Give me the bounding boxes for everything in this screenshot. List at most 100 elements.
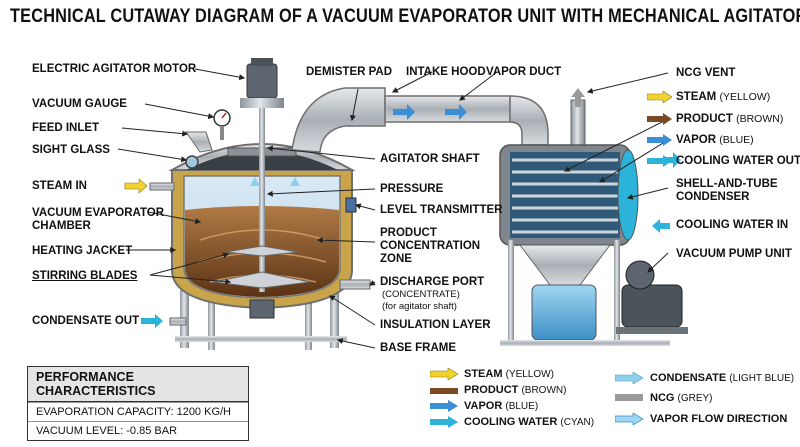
vapor-flow-arrow [290, 177, 300, 186]
label-sight-glass: SIGHT GLASS [32, 144, 110, 156]
evaporation-capacity: EVAPORATION CAPACITY: 1200 KG/H [28, 402, 248, 421]
label-intake-hood: INTAKE HOOD [406, 66, 486, 78]
vapor-flow-arrow [250, 177, 260, 186]
label-chamber-line2: CHAMBER [32, 220, 91, 232]
label-ncg-vent: NCG VENT [676, 67, 736, 79]
flow-arrows [124, 88, 681, 328]
legend-vapor: VAPOR (BLUE) [464, 400, 539, 412]
label-shell-tube-1: SHELL-AND-TUBE [676, 178, 778, 190]
legend-ncg-icon [615, 394, 643, 401]
legend-ncg: NCG (GREY) [650, 392, 713, 404]
label-product-conc-1: PRODUCT [380, 227, 437, 239]
base-frame-bar [175, 336, 347, 342]
base-frame-leg [305, 300, 312, 350]
ncg-vent-arrow [571, 88, 585, 107]
vapor-duct-elbow [509, 95, 549, 146]
condenser-end-cap [617, 149, 639, 241]
vacuum-level: VACUUM LEVEL: -0.85 BAR [28, 421, 248, 440]
legend-steam: STEAM (YELLOW) [464, 368, 554, 380]
vapor-flow-arrow [393, 104, 415, 120]
gauge-stem [220, 126, 224, 140]
discharge-port-pipe [339, 279, 371, 290]
condenser-frame-leg [614, 240, 620, 345]
label-heating-jacket: HEATING JACKET [32, 245, 133, 257]
pump-base [616, 327, 688, 334]
label-vapor-key: VAPOR (BLUE) [676, 134, 754, 146]
legend-cooling-icon [430, 416, 458, 428]
label-vapor-duct: VAPOR DUCT [486, 66, 562, 78]
cooling-out-arrow-icon [647, 155, 672, 167]
legend-vapor-icon [430, 400, 458, 412]
feed-inlet-pipe [185, 131, 213, 153]
motor-cap [251, 58, 273, 66]
label-vacuum-gauge: VACUUM GAUGE [32, 98, 127, 110]
steam-in-pipe [149, 182, 175, 191]
label-agitator-shaft: AGITATOR SHAFT [380, 153, 480, 165]
vapor-flow-arrow [445, 104, 467, 120]
level-transmitter [345, 197, 357, 213]
condenser-hopper [519, 244, 611, 286]
label-base-frame: BASE FRAME [380, 342, 457, 354]
legend-product: PRODUCT (BROWN) [464, 384, 567, 396]
diagram-title: TECHNICAL CUTAWAY DIAGRAM OF A VACUUM EV… [10, 6, 800, 27]
vacuum-pump-head [625, 260, 655, 290]
stirring-blade [225, 245, 299, 257]
base-frame-leg [330, 290, 339, 348]
gauge-needle [221, 112, 227, 119]
cooling-water-out-arrow [663, 152, 681, 168]
label-demister-pad: DEMISTER PAD [306, 66, 393, 78]
steam-flow-arrow [124, 178, 148, 194]
label-level-transmitter: LEVEL TRANSMITTER [380, 204, 503, 216]
label-discharge-port: DISCHARGE PORT [380, 276, 485, 288]
legend-vapor-flow-icon [615, 413, 644, 425]
label-product-conc-2: CONCENTRATION [380, 240, 481, 252]
motor-mount [240, 98, 284, 108]
label-product-key: PRODUCT (BROWN) [676, 113, 784, 125]
label-steam-in: STEAM IN [32, 180, 87, 192]
label-product-conc-3: ZONE [380, 253, 412, 265]
base-frame-leg [208, 300, 215, 350]
stirring-blade [213, 271, 311, 289]
agitator-shaft [259, 100, 265, 292]
legend-product-icon [430, 388, 458, 394]
intake-hood [291, 87, 386, 153]
leader-lines [117, 68, 669, 349]
label-cooling-water-in: COOLING WATER IN [676, 219, 789, 231]
label-concentrate: (CONCENTRATE) [382, 289, 460, 300]
legend-condensate-icon [615, 372, 644, 384]
condenser-tubes [512, 158, 618, 234]
label-steam-key: STEAM (YELLOW) [676, 91, 771, 103]
label-cooling-water-out: COOLING WATER OUT [676, 155, 800, 167]
label-pressure: PRESSURE [380, 183, 444, 195]
steam-key-arrow-icon [647, 91, 673, 103]
sight-glass [185, 155, 199, 169]
label-for-agitator-shaft: (for agitator shaft) [382, 301, 457, 312]
label-motor: ELECTRIC AGITATOR MOTOR [32, 63, 197, 75]
label-condensate-out: CONDENSATE OUT [32, 315, 140, 327]
legend-steam-icon [430, 368, 459, 380]
legend-vapor-flow: VAPOR FLOW DIRECTION [650, 413, 788, 425]
bottom-bearing [249, 299, 275, 319]
label-stirring-blades: STIRRING BLADES [32, 270, 138, 282]
legend-condensate: CONDENSATE (LIGHT BLUE) [650, 372, 795, 384]
vapor-key-arrow-icon [647, 134, 672, 146]
label-shell-tube-2: CONDENSER [676, 191, 750, 203]
label-chamber-line1: VACUUM EVAPORATOR [32, 207, 165, 219]
cooling-water-in-arrow [652, 219, 670, 233]
condensate-flow-arrow [141, 314, 163, 328]
agitator-motor [246, 63, 278, 99]
legend-cooling: COOLING WATER (CYAN) [464, 416, 595, 428]
performance-header: PERFORMANCE CHARACTERISTICS [28, 367, 248, 402]
label-vacuum-pump-unit: VACUUM PUMP UNIT [676, 248, 792, 260]
condenser-frame-leg [508, 240, 514, 345]
label-insulation-layer: INSULATION LAYER [380, 319, 491, 331]
performance-panel: PERFORMANCE CHARACTERISTICS EVAPORATION … [27, 366, 249, 441]
product-key-arrow-icon [647, 113, 672, 125]
condenser-frame-bar [500, 340, 670, 346]
label-feed-inlet: FEED INLET [32, 122, 100, 134]
receiver-tank [531, 284, 597, 341]
vacuum-pump-motor [621, 284, 683, 328]
condensate-out-pipe [169, 317, 187, 326]
vapor-duct-assembly [291, 87, 549, 153]
